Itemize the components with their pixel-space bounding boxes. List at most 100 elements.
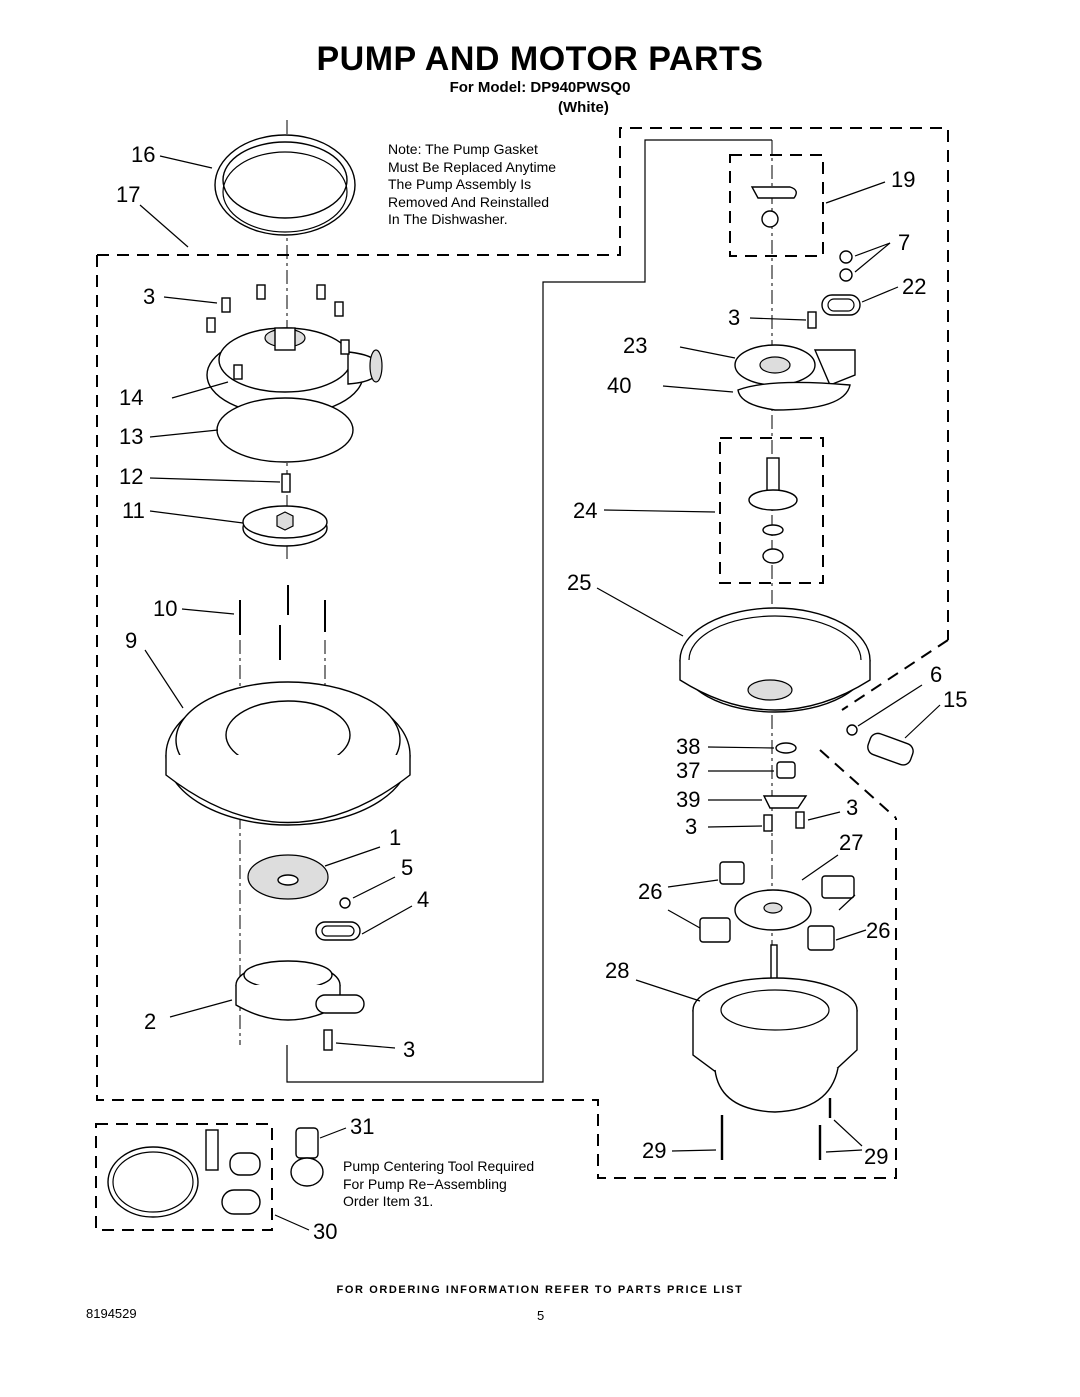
callout-12: 12: [119, 464, 143, 489]
callout-16: 16: [131, 142, 155, 167]
callout-1: 1: [389, 825, 401, 850]
item-30-kit-box: [95, 1123, 273, 1231]
callout-15: 15: [943, 687, 967, 712]
callout-22: 22: [902, 274, 926, 299]
item-37-seal: [776, 761, 796, 779]
callout-3: 3: [728, 305, 740, 330]
assembly-boundaries: [95, 127, 949, 1231]
gasket-note-line: Must Be Replaced Anytime: [388, 158, 557, 175]
callout-4: 4: [417, 887, 429, 912]
color-line: (White): [558, 99, 609, 116]
callout-11: 11: [122, 498, 145, 523]
item-38-o-ring: [775, 742, 797, 754]
pump-guard: [235, 960, 365, 1021]
callout-13: 13: [119, 424, 143, 449]
chopper-housing: [734, 344, 856, 386]
motor: [692, 944, 858, 1113]
impeller: [242, 505, 328, 547]
housing-screws: [206, 284, 350, 380]
callout-39: 39: [676, 787, 700, 812]
part-number: 8194529: [86, 1306, 137, 1321]
item-15-sensor: [846, 724, 914, 766]
callout-19: 19: [891, 167, 915, 192]
callouts: 16 17 3 14 13 12 11 10 9 1 5 4 2 3 31 30…: [116, 142, 967, 1244]
motor-mount: [719, 861, 745, 885]
callout-27: 27: [839, 830, 863, 855]
model-line: For Model: DP940PWSQ0: [449, 79, 631, 96]
gasket-note: Note: The Pump Gasket Must Be Replaced A…: [388, 141, 556, 229]
callout-6: 6: [930, 662, 942, 687]
motor-mount: [821, 875, 855, 899]
callout-3: 3: [143, 284, 155, 309]
tool-note-line: Order Item 31.: [343, 1193, 434, 1209]
item-3-screw: [795, 811, 805, 829]
callout-9: 9: [125, 628, 137, 653]
callout-23: 23: [623, 333, 647, 358]
motor-mount: [807, 925, 835, 951]
pump-o-ring: [216, 397, 354, 463]
item-19-group-box: [729, 154, 824, 257]
item-3-screw: [763, 814, 773, 832]
chopper-shaft: [748, 457, 798, 564]
gasket-note-line: Removed And Reinstalled: [388, 193, 550, 210]
item-31-centering-tool: [290, 1127, 324, 1187]
item-4-seal: [315, 921, 361, 941]
callout-3: 3: [403, 1037, 415, 1062]
item-3-screw: [807, 311, 817, 329]
pump-housing: [206, 327, 383, 416]
callout-38: 38: [676, 734, 700, 759]
callout-7: 7: [898, 230, 910, 255]
item-22-seal: [821, 294, 861, 316]
callout-3: 3: [685, 814, 697, 839]
callout-5: 5: [401, 855, 413, 880]
leader-lines: [139, 155, 941, 1231]
callout-26: 26: [638, 879, 662, 904]
item-5-ball: [339, 897, 351, 909]
gasket-note-line: In The Dishwasher.: [388, 211, 508, 227]
filter-screen: [247, 854, 329, 900]
lower-boundary: [96, 255, 897, 1179]
item-10-screws: [239, 585, 326, 660]
callout-30: 30: [313, 1219, 337, 1244]
callout-17: 17: [116, 182, 140, 207]
callout-37: 37: [676, 758, 700, 783]
sump: [679, 607, 871, 713]
item-12-part: [281, 473, 291, 493]
ordering-info: FOR ORDERING INFORMATION REFER TO PARTS …: [336, 1284, 744, 1296]
tool-note-line: Pump Centering Tool Required: [343, 1158, 535, 1174]
center-axis-frame: [286, 139, 772, 1083]
gasket-note-line: Note: The Pump Gasket: [388, 141, 538, 157]
pump-gasket-ring: [214, 134, 356, 236]
pump-base: [165, 681, 411, 826]
item-40-gasket: [737, 381, 851, 411]
tool-note-line: For Pump Re−Assembling: [343, 1175, 507, 1192]
item-30-kit: [107, 1129, 261, 1218]
callout-25: 25: [567, 570, 591, 595]
callout-3: 3: [846, 795, 858, 820]
callout-28: 28: [605, 958, 629, 983]
motor-mount: [699, 917, 731, 943]
tool-note: Pump Centering Tool Required For Pump Re…: [343, 1158, 534, 1211]
callout-2: 2: [144, 1009, 156, 1034]
page-number: 5: [537, 1308, 545, 1323]
item-7-ball: [839, 268, 853, 282]
callout-10: 10: [153, 596, 177, 621]
callout-40: 40: [607, 373, 631, 398]
item-3-screw: [323, 1029, 333, 1051]
callout-26: 26: [866, 918, 890, 943]
callout-29: 29: [642, 1138, 666, 1163]
callout-31: 31: [350, 1114, 374, 1139]
item-39-bracket: [762, 795, 808, 809]
callout-14: 14: [119, 385, 143, 410]
callout-29: 29: [864, 1144, 888, 1169]
item-24-group-box: [719, 437, 824, 584]
gasket-note-line: The Pump Assembly Is: [388, 176, 532, 192]
boundary-diagonal-2: [819, 749, 897, 819]
callout-24: 24: [573, 498, 597, 523]
latch-clip: [750, 186, 797, 228]
item-27-disc: [734, 889, 812, 931]
boundary-diagonal: [841, 639, 949, 711]
page-title: PUMP AND MOTOR PARTS: [316, 40, 764, 78]
item-7-ball: [839, 250, 853, 264]
